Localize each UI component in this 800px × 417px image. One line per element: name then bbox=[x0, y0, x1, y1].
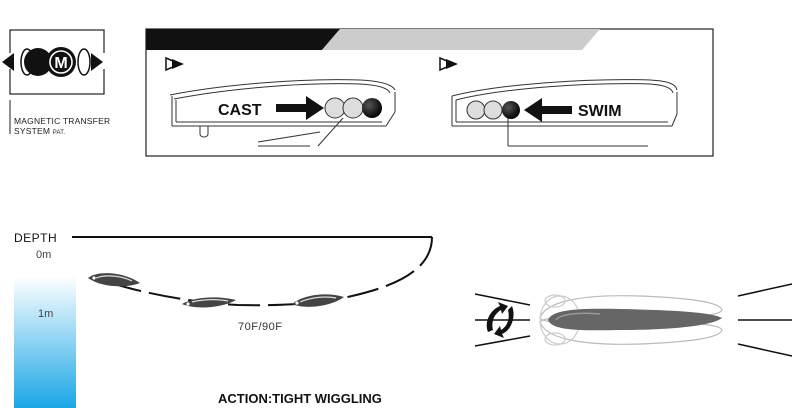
mts-label-line1: MAGNETIC TRANSFER bbox=[14, 116, 111, 126]
mts-label-line2-wrap: SYSTEM PAT. bbox=[14, 126, 110, 138]
lure-fish-icon bbox=[182, 297, 236, 308]
swim-label: SWIM bbox=[578, 103, 622, 120]
magnet-ball-icon bbox=[362, 98, 382, 118]
mts-label-pat: PAT. bbox=[52, 130, 66, 136]
depth-chart bbox=[14, 236, 433, 408]
mts-logo-letter: M bbox=[54, 55, 67, 72]
play-icon bbox=[439, 56, 458, 72]
model-label: 70F/90F bbox=[238, 321, 283, 333]
lure-fish-icon bbox=[292, 294, 344, 307]
depth-gradient-bar bbox=[14, 276, 76, 408]
lure-swim-cross-section bbox=[451, 79, 678, 147]
mts-logo-icon: M bbox=[2, 29, 106, 95]
mts-diagram: CAST SWIM bbox=[145, 28, 714, 157]
action-illustration bbox=[474, 283, 793, 357]
mts-label: MAGNETIC TRANSFER SYSTEM PAT. bbox=[14, 116, 110, 138]
rotation-arrow-icon bbox=[486, 302, 514, 338]
magnet-ball-icon bbox=[502, 101, 520, 119]
depth-tick-0m: 0m bbox=[36, 249, 52, 261]
lure-fish-icon bbox=[88, 273, 140, 287]
depth-label: DEPTH bbox=[14, 231, 58, 245]
mts-label-line2: SYSTEM bbox=[14, 126, 51, 136]
play-icon bbox=[165, 56, 184, 72]
depth-tick-1m: 1m bbox=[38, 308, 54, 320]
cast-label: CAST bbox=[218, 102, 262, 119]
lure-cast-cross-section bbox=[169, 79, 396, 147]
action-label: ACTION:TIGHT WIGGLING bbox=[218, 391, 382, 406]
